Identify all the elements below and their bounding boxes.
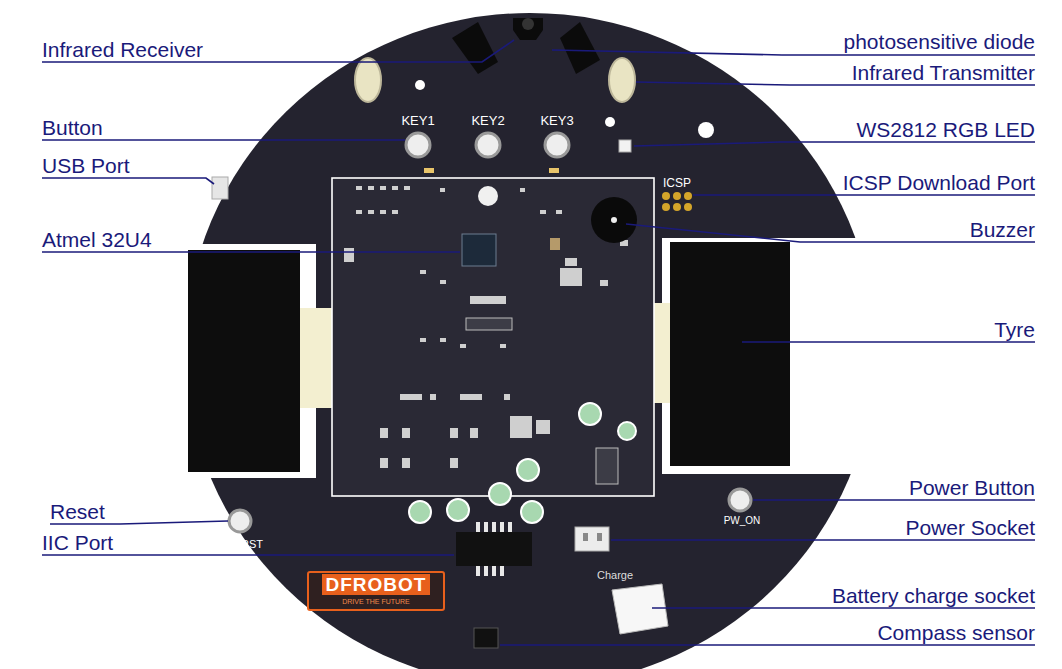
tyre xyxy=(188,250,300,472)
callout-label: Reset xyxy=(50,500,105,523)
logo-text: DFROBOT xyxy=(322,574,431,595)
key-button xyxy=(545,133,569,157)
ir-transmitter xyxy=(355,58,381,102)
callout-label: Button xyxy=(42,116,103,139)
key-button xyxy=(476,133,500,157)
ir-receiver-lens xyxy=(522,18,534,30)
callout-label: Tyre xyxy=(994,318,1035,341)
mount-hole xyxy=(260,87,276,103)
silkscreen-label: RST xyxy=(241,538,263,550)
callout-label: Infrared Receiver xyxy=(42,38,203,61)
callout-label: Power Button xyxy=(909,476,1035,499)
atmega-chip xyxy=(462,234,496,266)
callout-label: photosensitive diode xyxy=(844,30,1035,53)
module-led xyxy=(478,186,498,206)
callout-label: USB Port xyxy=(42,154,130,177)
ir-transmitter xyxy=(609,58,635,102)
logo-box xyxy=(308,572,444,610)
callout-label: WS2812 RGB LED xyxy=(856,118,1035,141)
wheel-cutout xyxy=(662,238,902,474)
photodiode xyxy=(560,22,600,74)
callout-label: ICSP Download Port xyxy=(843,171,1035,194)
photodiode xyxy=(452,22,498,74)
leader-lines xyxy=(42,40,1035,645)
tyre xyxy=(670,242,790,466)
icsp-port xyxy=(662,192,692,211)
front-sensors xyxy=(355,18,635,102)
capacitors xyxy=(409,403,636,523)
callout-label: Infrared Transmitter xyxy=(852,61,1035,84)
main-module xyxy=(332,178,654,523)
module-outline xyxy=(332,178,654,496)
silkscreen-label: ICSP xyxy=(663,177,691,190)
pcb xyxy=(185,13,875,669)
compass-chip xyxy=(474,628,498,648)
charge-socket xyxy=(612,584,668,634)
smd-led xyxy=(424,168,434,173)
silkscreen-label: KEY1 xyxy=(401,114,434,128)
power-socket xyxy=(575,527,609,551)
smd-led xyxy=(549,168,559,173)
callout-label: IIC Port xyxy=(42,531,113,554)
silkscreen-label: PW_ON xyxy=(724,515,761,526)
smd-parts xyxy=(344,186,628,484)
power-button xyxy=(729,489,751,511)
iic-header xyxy=(456,532,532,566)
mount-hole xyxy=(605,117,615,127)
mount-hole xyxy=(794,82,806,94)
logo-tagline: DRIVE THE FUTURE xyxy=(342,598,410,606)
wheel-cutout xyxy=(178,244,316,478)
callout-label: Power Socket xyxy=(905,516,1035,539)
mount-hole xyxy=(415,80,425,90)
callout-label: Buzzer xyxy=(970,218,1035,241)
key-button xyxy=(406,133,430,157)
silkscreen-label: KEY2 xyxy=(471,114,504,128)
buzzer-hole xyxy=(611,217,617,223)
ir-receiver xyxy=(513,18,543,40)
silkscreen-label: Charge xyxy=(597,569,633,581)
board xyxy=(178,13,902,669)
iic-pins xyxy=(476,522,512,576)
bottom-parts xyxy=(229,489,751,648)
callout-label: Battery charge socket xyxy=(832,584,1035,607)
mount-hole xyxy=(698,122,714,138)
reset-button xyxy=(229,510,251,532)
rgb-led xyxy=(619,140,631,152)
buzzer xyxy=(591,197,637,243)
usb-port xyxy=(212,177,228,199)
callout-label: Atmel 32U4 xyxy=(42,228,152,251)
callout-label: Compass sensor xyxy=(877,621,1035,644)
silkscreen-label: KEY3 xyxy=(540,114,573,128)
